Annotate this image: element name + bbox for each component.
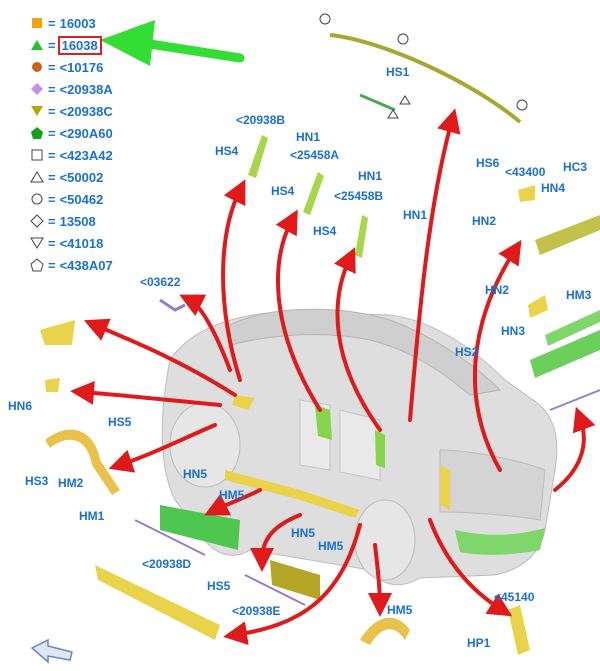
callout-20938d: <20938D — [142, 557, 192, 571]
triangle-filled-icon — [30, 38, 44, 52]
callout-hn5-a: HN5 — [183, 467, 208, 481]
legend-equals: = — [48, 103, 56, 119]
callout-hs4-c: HS4 — [313, 224, 337, 238]
legend-row: = <423A42 — [30, 146, 113, 164]
legend-row: = <20938A — [30, 80, 113, 98]
legend-row: = 13508 — [30, 212, 96, 230]
legend-equals: = — [48, 257, 56, 273]
vehicle-body — [161, 308, 558, 586]
legend-row: = 16003 — [30, 14, 96, 32]
legend-row: = <438A07 — [30, 256, 113, 274]
legend-code: <423A42 — [59, 147, 113, 163]
legend-equals: = — [48, 213, 56, 229]
pillar-parts — [248, 135, 368, 258]
legend-row: = <20938C — [30, 102, 113, 120]
legend-code-highlighted: 16038 — [57, 35, 102, 55]
legend-code: 16003 — [59, 15, 96, 31]
callout-hs5-a: HS5 — [108, 415, 132, 429]
pentagon-filled-icon — [30, 126, 44, 140]
corner-navigation-arrow — [30, 638, 73, 664]
legend-equals: = — [48, 169, 56, 185]
pentagon-outline-icon — [30, 258, 44, 272]
callout-hn1-b: HN1 — [358, 169, 383, 183]
callout-hn1-c: HN1 — [403, 208, 428, 222]
legend-row: = <10176 — [30, 58, 103, 76]
legend-equals: = — [48, 235, 56, 251]
legend-row: = <290A60 — [30, 124, 113, 142]
square-outline-icon — [30, 148, 44, 162]
circle-outline-icon — [30, 192, 44, 206]
callout-hm5-b: HM5 — [318, 539, 344, 553]
legend-row: = <41018 — [30, 234, 103, 252]
callout-hc3: HC3 — [563, 160, 588, 174]
legend-code: <50002 — [59, 169, 104, 185]
triangle-down-filled-icon — [30, 104, 44, 118]
legend-code: <438A07 — [59, 257, 113, 273]
legend-row: = 16038 — [30, 35, 102, 55]
legend-equals: = — [48, 147, 56, 163]
callout-hn1-a: HN1 — [296, 130, 321, 144]
legend-equals: = — [48, 191, 56, 207]
legend-equals: = — [48, 37, 56, 53]
legend-code: <10176 — [59, 59, 104, 75]
triangle-outline-icon — [30, 170, 44, 184]
legend-equals: = — [48, 125, 56, 141]
callout-45140: <45140 — [494, 590, 535, 604]
legend-code: <20938A — [59, 81, 113, 97]
callout-hs2: HS2 — [455, 345, 479, 359]
highlight-pointer-arrow — [100, 20, 245, 66]
callout-03622: <03622 — [140, 275, 181, 289]
legend-code: <290A60 — [59, 125, 113, 141]
callout-hs1: HS1 — [386, 65, 410, 79]
callout-25458b: <25458B — [334, 189, 384, 203]
callout-hn3: HN3 — [501, 324, 526, 338]
legend-code: 13508 — [59, 213, 96, 229]
callout-hm2: HM2 — [58, 476, 84, 490]
callout-hp1: HP1 — [467, 636, 491, 650]
callout-hn2-b: HN2 — [485, 283, 510, 297]
callout-hn4: HN4 — [541, 181, 566, 195]
legend-equals: = — [48, 81, 56, 97]
rear-parts — [518, 185, 600, 411]
diamond-outline-icon — [30, 214, 44, 228]
legend-row: = <50462 — [30, 190, 103, 208]
callout-43400: <43400 — [505, 165, 546, 179]
legend-code: <41018 — [59, 235, 104, 251]
callout-hs3: HS3 — [25, 474, 49, 488]
legend-equals: = — [48, 59, 56, 75]
legend-code: <20938C — [59, 103, 113, 119]
callout-hs6: HS6 — [476, 156, 500, 170]
square-filled-icon — [30, 16, 44, 30]
legend-equals: = — [48, 15, 56, 31]
diamond-filled-icon — [30, 82, 44, 96]
callout-20938b: <20938B — [236, 113, 286, 127]
callout-hm1: HM1 — [79, 509, 105, 523]
roof-rail-part — [319, 13, 528, 124]
callout-20938e: <20938E — [232, 604, 281, 618]
legend-code: <50462 — [59, 191, 104, 207]
callout-hs4-a: HS4 — [215, 144, 239, 158]
callout-hs4-b: HS4 — [271, 184, 295, 198]
callout-hn2-a: HN2 — [472, 214, 497, 228]
callout-hn5-b: HN5 — [291, 526, 316, 540]
callout-hs5-b: HS5 — [207, 579, 231, 593]
callout-25458a: <25458A — [290, 148, 340, 162]
left-side-parts — [40, 298, 530, 655]
circle-filled-icon — [30, 60, 44, 74]
triangle-down-outline-icon — [30, 236, 44, 250]
callout-hm5-a: HM5 — [219, 488, 245, 502]
callout-hm3: HM3 — [566, 288, 592, 302]
callout-hm5-c: HM5 — [387, 603, 413, 617]
callout-hn6: HN6 — [8, 399, 33, 413]
legend-row: = <50002 — [30, 168, 103, 186]
callout-arrows — [70, 108, 596, 646]
